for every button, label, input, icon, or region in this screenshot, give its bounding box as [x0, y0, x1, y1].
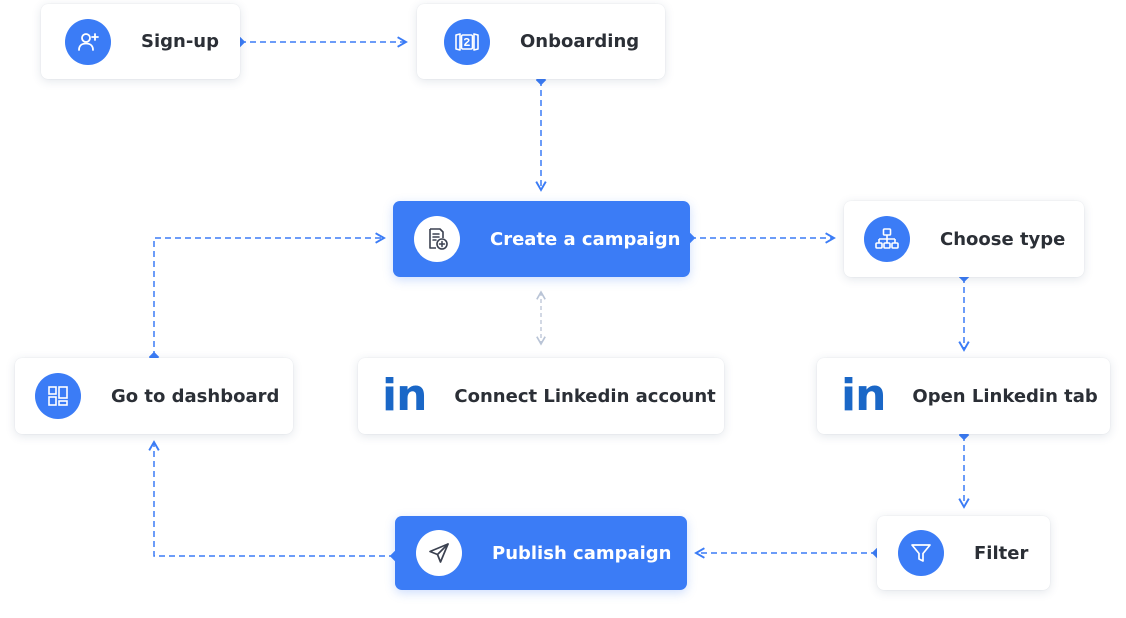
- edge-publish-dashboard: [148, 440, 401, 562]
- send-icon: [416, 530, 462, 576]
- node-signup[interactable]: Sign-up: [41, 4, 240, 79]
- node-label: Open Linkedin tab: [912, 385, 1098, 407]
- document-add-icon: [414, 216, 460, 262]
- node-onboarding[interactable]: Onboarding: [417, 4, 665, 79]
- filter-icon: [898, 530, 944, 576]
- node-label: Publish campaign: [492, 542, 672, 564]
- node-label: Go to dashboard: [111, 385, 280, 407]
- edge-dashboard-create: [148, 232, 386, 363]
- add-user-icon: [65, 18, 111, 65]
- linkedin-icon: in: [841, 370, 886, 421]
- node-connect-linkedin[interactable]: in Connect Linkedin account: [358, 358, 724, 434]
- node-label: Onboarding: [520, 31, 640, 52]
- node-label: Choose type: [940, 228, 1066, 250]
- node-choose-type[interactable]: Choose type: [844, 201, 1084, 277]
- node-label: Connect Linkedin account: [454, 385, 716, 407]
- node-open-linkedin-tab[interactable]: in Open Linkedin tab: [817, 358, 1110, 434]
- onboarding-icon: [444, 18, 490, 65]
- node-go-to-dashboard[interactable]: Go to dashboard: [15, 358, 293, 434]
- node-filter[interactable]: Filter: [877, 516, 1050, 590]
- hierarchy-icon: [864, 216, 910, 262]
- node-label: Create a campaign: [490, 228, 681, 250]
- linkedin-icon: in: [382, 370, 427, 421]
- node-publish-campaign[interactable]: Publish campaign: [395, 516, 687, 590]
- node-label: Sign-up: [141, 31, 220, 52]
- node-label: Filter: [974, 542, 1029, 564]
- dashboard-icon: [35, 373, 81, 419]
- node-create-campaign[interactable]: Create a campaign: [393, 201, 690, 277]
